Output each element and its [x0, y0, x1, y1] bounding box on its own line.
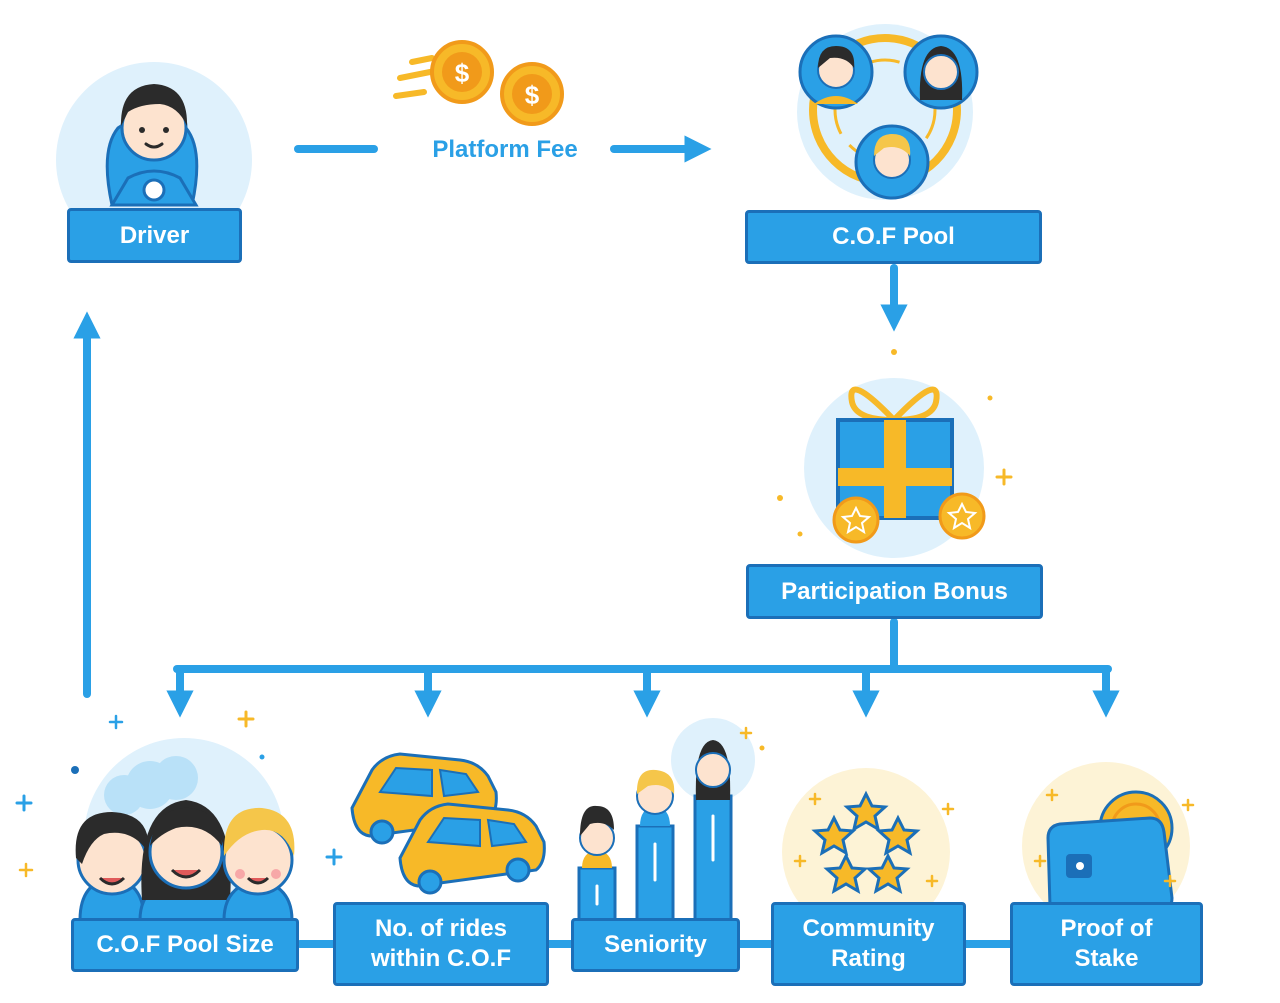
platform-fee-label: Platform Fee	[432, 136, 578, 163]
pool-illustration	[797, 24, 979, 200]
stake-illustration	[1022, 762, 1195, 930]
driver-label: Driver	[119, 221, 190, 249]
participation-bonus-node: Participation Bonus	[746, 564, 1043, 619]
pool-size-illustration	[15, 710, 343, 938]
factor-seniority: Seniority	[571, 918, 740, 972]
factor-community-rating: Community Rating	[771, 902, 966, 986]
fee-coins: $ $	[393, 40, 564, 126]
svg-text:$: $	[455, 58, 470, 88]
cof-pool-label: C.O.F Pool	[832, 223, 955, 250]
factor-seniority-label: Seniority	[604, 931, 707, 958]
gift-illustration	[777, 349, 1013, 558]
rating-illustration	[782, 768, 955, 936]
taxis-illustration	[350, 752, 546, 895]
factor-pool-size: C.O.F Pool Size	[71, 918, 299, 972]
factor-community-rating-label: Community Rating	[802, 915, 935, 972]
participation-bonus-label: Participation Bonus	[781, 577, 1008, 605]
driver-node: Driver	[67, 208, 242, 263]
factor-rides-label: No. of rides within C.O.F	[371, 915, 511, 972]
factor-rides: No. of rides within C.O.F	[333, 902, 549, 986]
factor-pool-size-label: C.O.F Pool Size	[96, 931, 274, 958]
factor-proof-of-stake-label: Proof of Stake	[1060, 915, 1153, 972]
factor-proof-of-stake: Proof of Stake	[1010, 902, 1203, 986]
cof-pool-node: C.O.F Pool	[745, 210, 1042, 264]
seniority-illustration	[577, 718, 765, 922]
svg-text:$: $	[525, 80, 540, 110]
